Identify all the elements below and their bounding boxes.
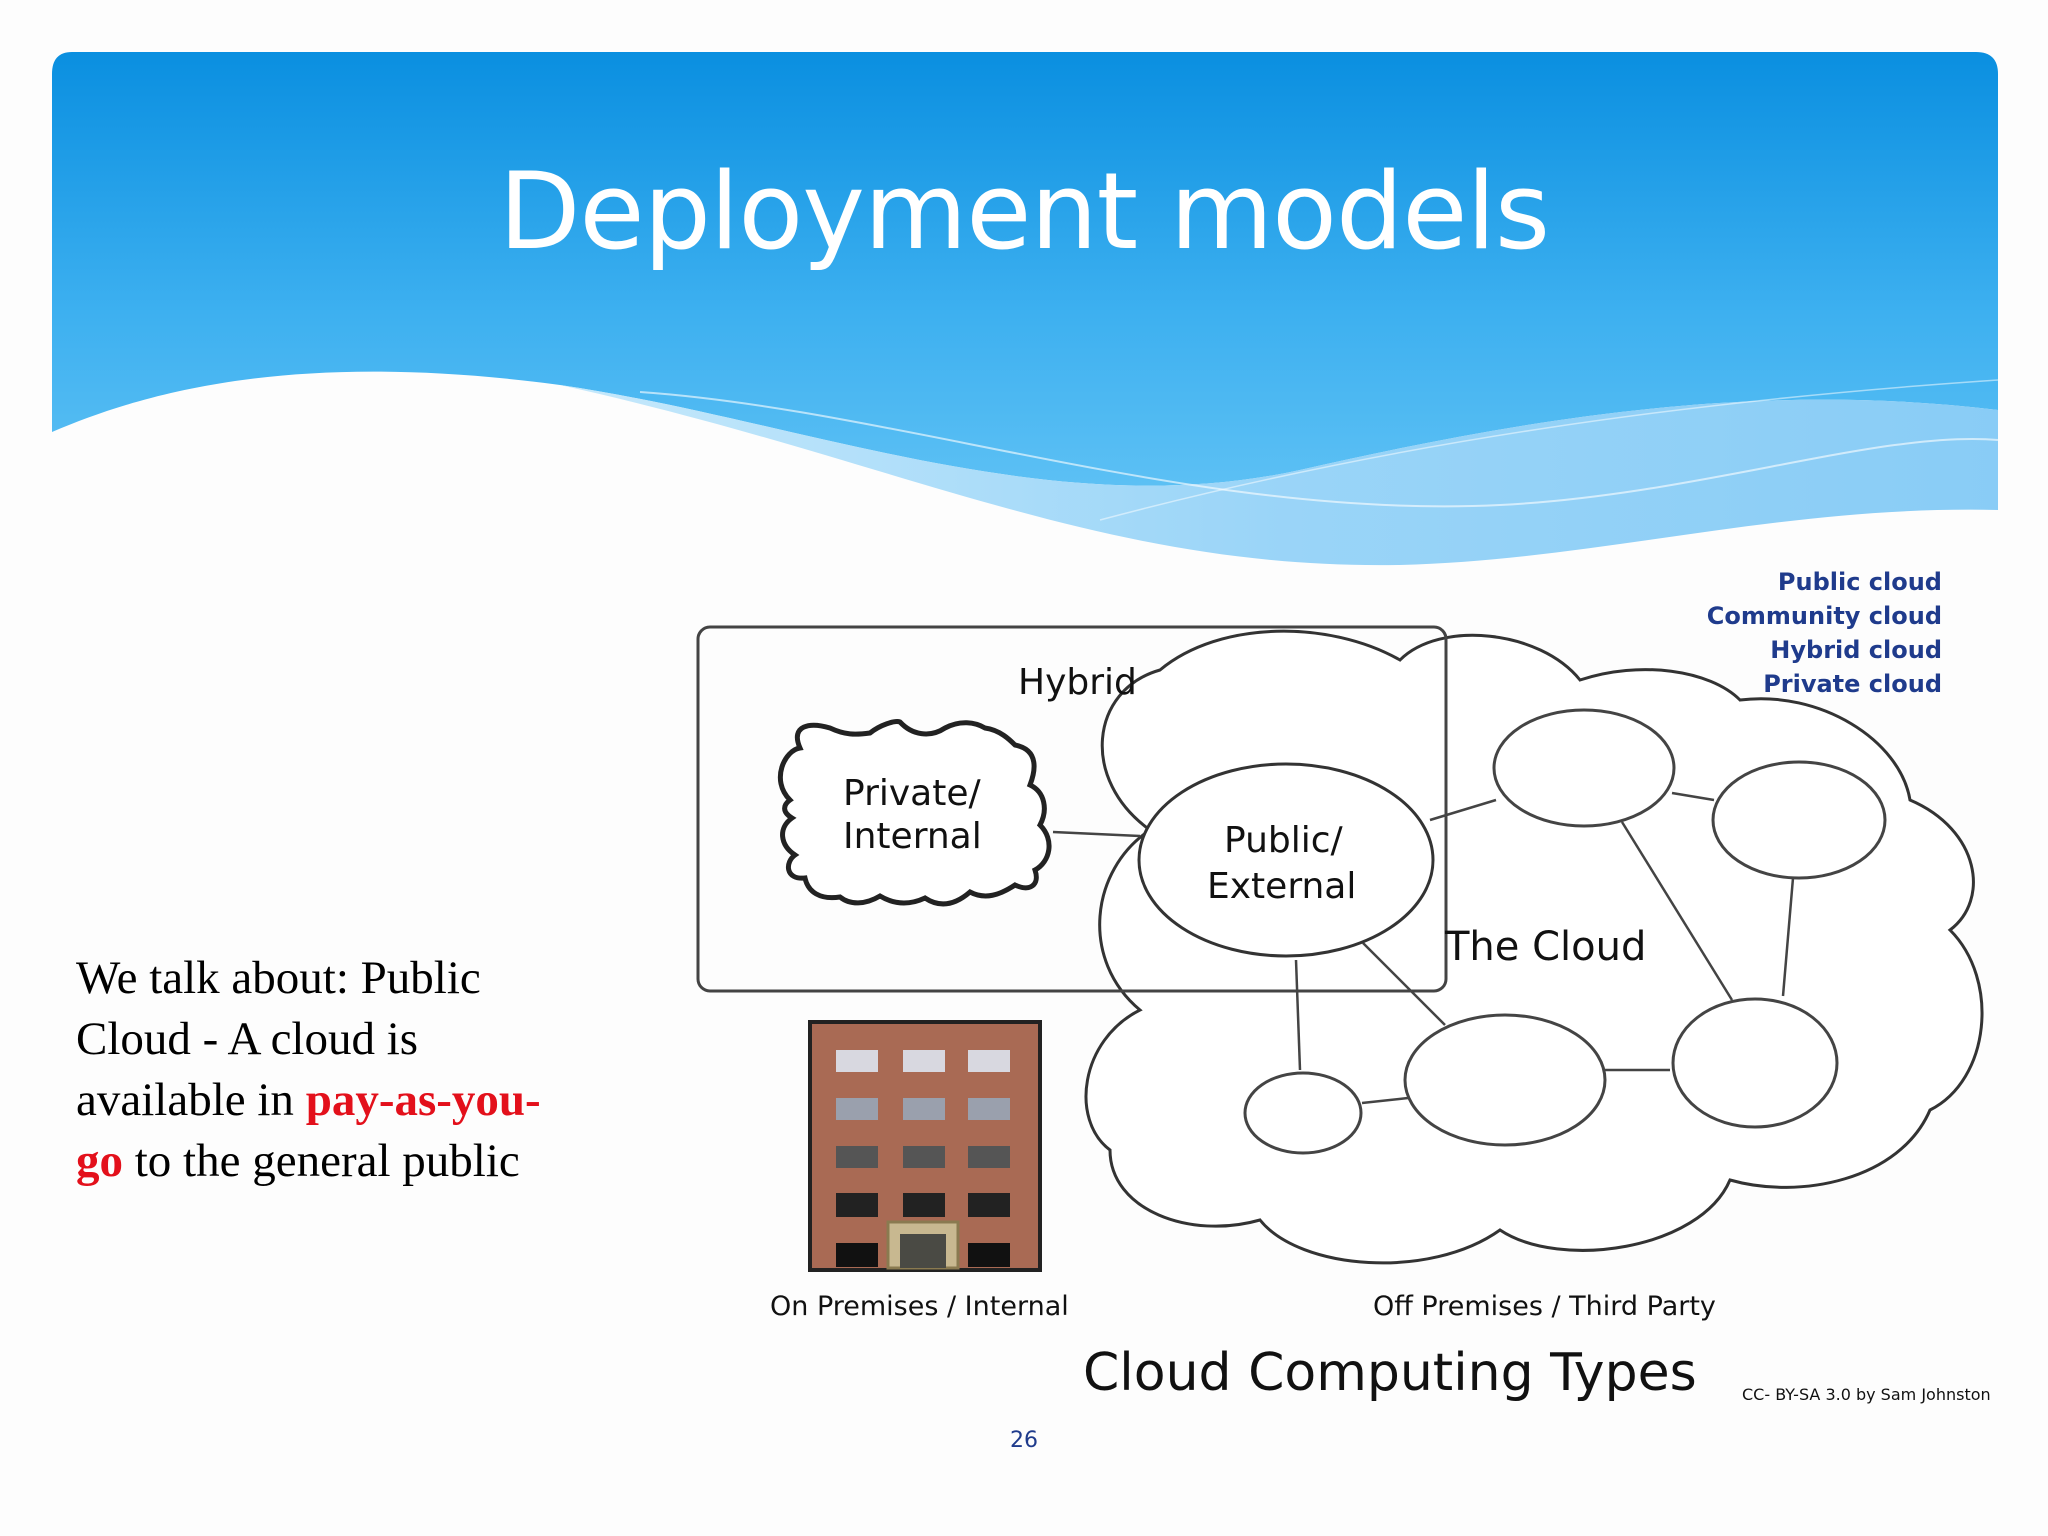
- license-credit: CC- BY-SA 3.0 by Sam Johnston: [1742, 1385, 1991, 1404]
- private-cloud-shape: [777, 719, 1052, 907]
- cloud-node: [1243, 1071, 1363, 1155]
- legend-item-public-cloud: Public cloud: [1777, 568, 1942, 596]
- body-text: We talk about: Public Cloud - A cloud is…: [76, 948, 556, 1192]
- public-external-node: [1137, 762, 1435, 958]
- body-text-intro: We talk about: Public Cloud - A cloud is…: [76, 952, 481, 1126]
- body-text-highlight: pay-as-you-go: [76, 1074, 541, 1187]
- legend-item-hybrid-cloud: Hybrid cloud: [1770, 636, 1942, 664]
- legend-item-community-cloud: Community cloud: [1706, 602, 1942, 630]
- cloud-node: [1711, 760, 1887, 880]
- private-cloud-label-line2: Internal: [843, 816, 982, 857]
- public-cloud-label-line1: Public/: [1224, 820, 1344, 861]
- cloud-node: [1492, 708, 1676, 828]
- off-premises-label: Off Premises / Third Party: [1373, 1291, 1716, 1322]
- hybrid-label: Hybrid: [1018, 662, 1137, 703]
- legend-item-private-cloud: Private cloud: [1763, 670, 1942, 698]
- page-number: 26: [1010, 1428, 1038, 1453]
- hybrid-boundary-box: [696, 625, 1448, 993]
- on-premises-label: On Premises / Internal: [770, 1291, 1069, 1322]
- body-text-outro: to the general public: [123, 1135, 520, 1187]
- cloud-node: [1403, 1013, 1607, 1147]
- cloud-node: [1671, 997, 1839, 1129]
- cloud-computing-types-diagram: Hybrid Private/ Internal Public/ Externa…: [696, 625, 1991, 1404]
- public-cloud-label-line2: External: [1207, 866, 1356, 907]
- connector-lines: [1052, 791, 1795, 1105]
- the-cloud-label: The Cloud: [1444, 924, 1646, 970]
- slide-title: Deployment models: [498, 150, 1550, 273]
- header-wave-background: [52, 52, 1999, 566]
- private-cloud-label-line1: Private/: [843, 773, 982, 814]
- building-icon: [808, 1020, 1042, 1272]
- diagram-caption: Cloud Computing Types: [1083, 1343, 1697, 1403]
- deployment-model-legend: Public cloud Community cloud Hybrid clou…: [1542, 565, 1942, 705]
